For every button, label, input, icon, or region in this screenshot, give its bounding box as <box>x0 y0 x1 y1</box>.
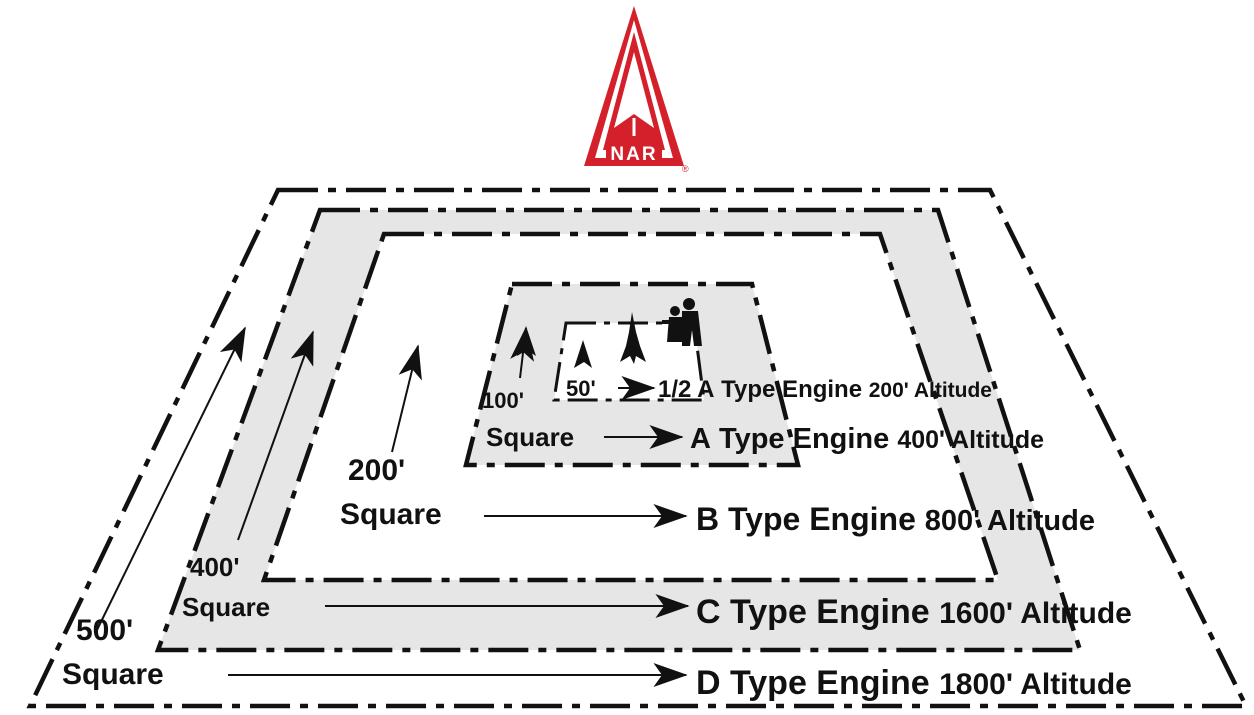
engine-label-a: A Type Engine 400' Altitude <box>690 423 1044 455</box>
square-500-size: 500' <box>76 614 133 647</box>
engine-half-a-letter: 1/2 A <box>658 376 714 403</box>
engine-label-b: B Type Engine 800' Altitude <box>696 501 1095 537</box>
engine-a-type: Type Engine <box>719 423 889 455</box>
square-50-size: 50' <box>566 376 596 401</box>
engine-a-altitude: 400' Altitude <box>897 426 1044 454</box>
square-100-word: Square <box>486 422 574 452</box>
engine-label-d: D Type Engine 1800' Altitude <box>696 664 1132 702</box>
square-500-word: Square <box>62 658 164 691</box>
arrow-up-200 <box>392 346 418 452</box>
engine-d-altitude: 1800' Altitude <box>939 668 1132 701</box>
engine-a-letter: A <box>690 423 711 455</box>
square-400-word: Square <box>182 592 270 622</box>
square-100-size: 100' <box>482 388 524 413</box>
nar-logo: NAR ® <box>584 6 689 174</box>
engine-c-altitude: 1600' Altitude <box>939 597 1132 630</box>
square-200-size: 200' <box>348 454 405 487</box>
engine-half-a-type: Type Engine <box>721 376 862 403</box>
engine-c-letter: C <box>696 593 721 631</box>
engine-d-type: Type Engine <box>730 664 930 702</box>
square-400-size: 400' <box>190 552 240 582</box>
square-200-word: Square <box>340 498 442 531</box>
engine-d-letter: D <box>696 664 721 702</box>
registered-mark: ® <box>682 164 689 174</box>
engine-c-type: Type Engine <box>730 593 930 631</box>
nar-logo-text: NAR <box>610 144 657 165</box>
engine-half-a-altitude: 200' Altitude <box>869 379 992 402</box>
engine-b-type: Type Engine <box>728 501 916 537</box>
engine-b-letter: B <box>696 501 719 537</box>
engine-label-half-a: 1/2 A Type Engine 200' Altitude <box>658 376 992 403</box>
engine-b-altitude: 800' Altitude <box>925 505 1095 537</box>
engine-label-c: C Type Engine 1600' Altitude <box>696 593 1132 631</box>
